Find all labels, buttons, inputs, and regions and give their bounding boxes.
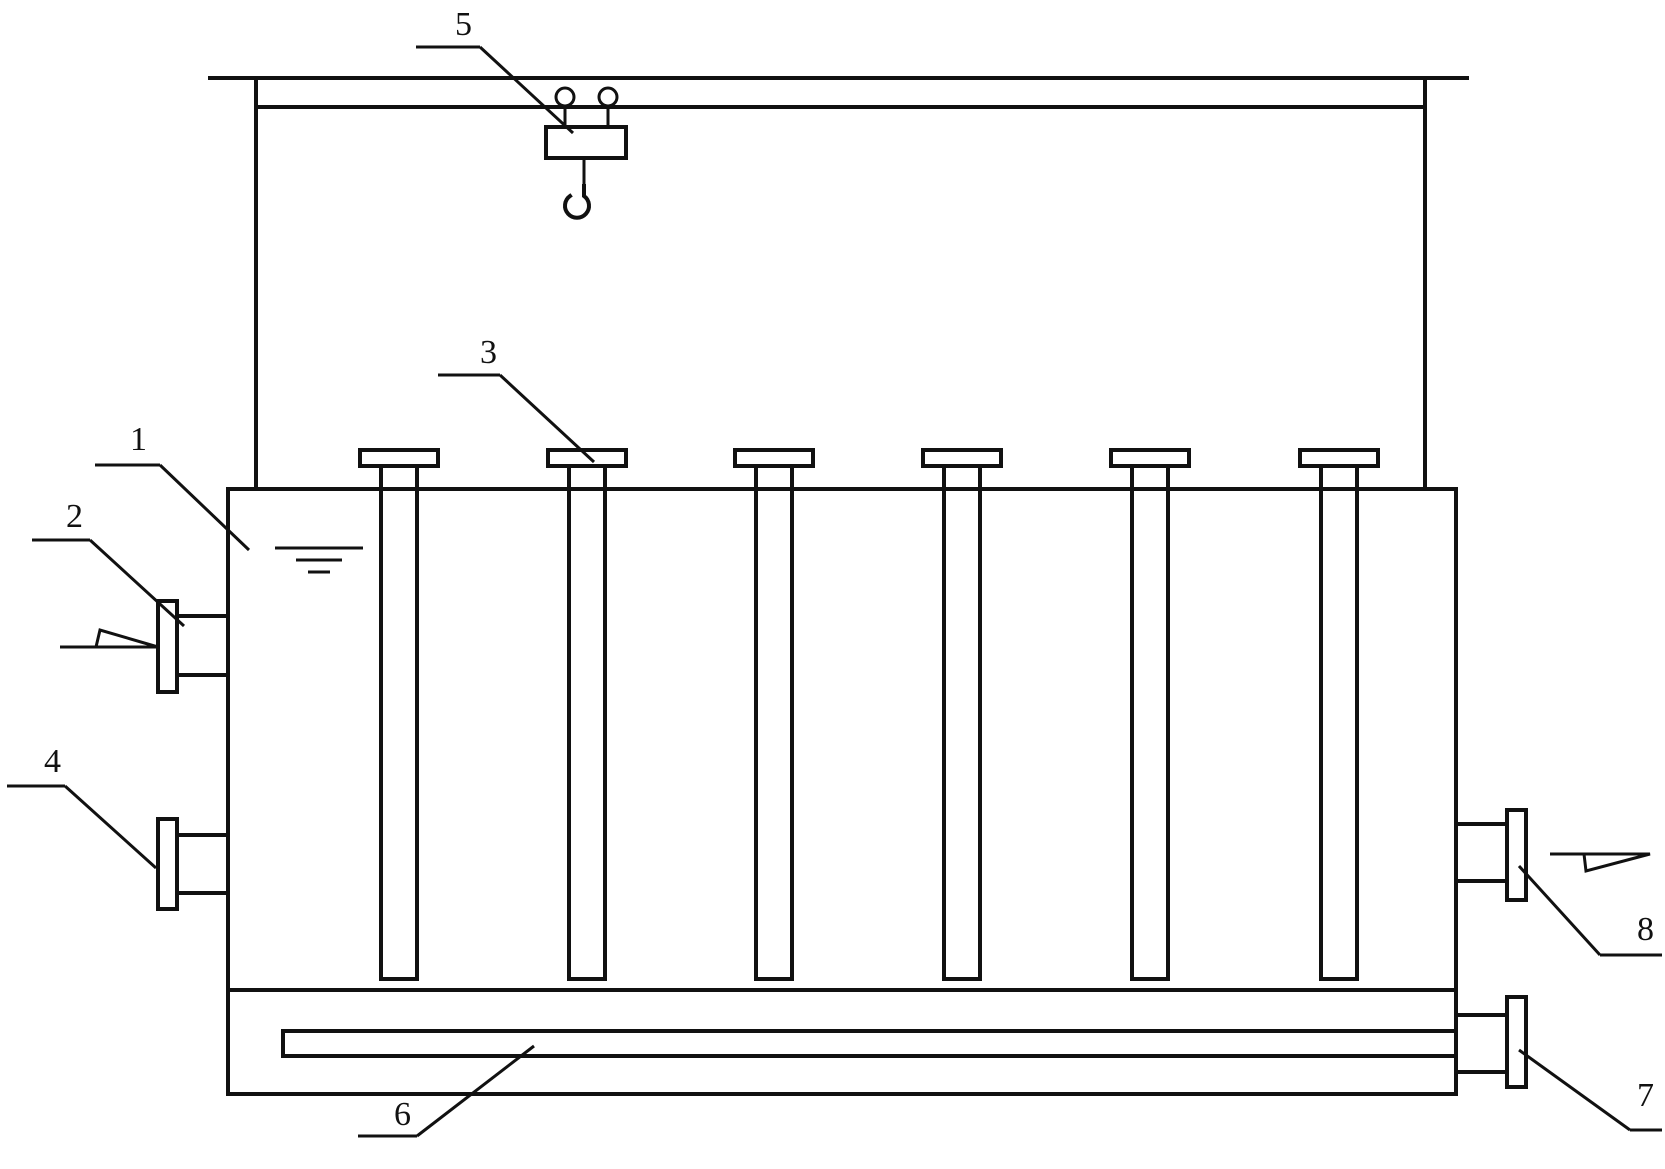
callout-leaders <box>7 45 1662 1138</box>
electrode-rod <box>379 487 419 981</box>
label-3: 3 <box>480 334 497 371</box>
callout-labels: 1 2 3 4 5 6 7 8 <box>44 6 1654 1133</box>
electrode-2 <box>546 448 628 981</box>
electrode-rod <box>754 487 794 981</box>
inlet-nozzle-upper-left <box>60 599 230 694</box>
electrode-neck <box>754 464 794 491</box>
electrode-neck <box>1130 464 1170 491</box>
label-6: 6 <box>394 1096 411 1133</box>
electrode-6 <box>1298 448 1380 981</box>
electrode-rod <box>567 487 607 981</box>
bottom-pipe <box>281 1029 1458 1058</box>
electrode-cap <box>921 448 1003 468</box>
hoist <box>544 86 628 220</box>
electrode-neck <box>567 464 607 491</box>
electrode-4 <box>921 448 1003 981</box>
water-level-symbol <box>275 546 363 574</box>
tank-body <box>226 487 1458 1096</box>
electrode-cap <box>358 448 440 468</box>
label-2: 2 <box>66 498 83 535</box>
electrode-rod <box>1130 487 1170 981</box>
label-7: 7 <box>1637 1077 1654 1114</box>
label-5: 5 <box>455 6 472 43</box>
lifting-frame <box>208 76 1469 491</box>
electrode-rod <box>1319 487 1359 981</box>
electrode-neck <box>942 464 982 491</box>
electrode-cap <box>1109 448 1191 468</box>
electrode-neck <box>1319 464 1359 491</box>
electrode-cap <box>733 448 815 468</box>
electrode-rod <box>942 487 982 981</box>
drain-nozzle-right <box>1454 995 1528 1089</box>
electrode-1 <box>358 448 440 981</box>
electrode-group <box>358 448 1380 981</box>
electrode-3 <box>733 448 815 981</box>
outlet-nozzle-lower-left <box>156 817 230 911</box>
outlet-nozzle-right <box>1454 808 1651 902</box>
electrode-cap <box>546 448 628 468</box>
electrode-cap <box>1298 448 1380 468</box>
label-8: 8 <box>1637 911 1654 948</box>
label-4: 4 <box>44 743 61 780</box>
electrode-neck <box>379 464 419 491</box>
electrode-5 <box>1109 448 1191 981</box>
label-1: 1 <box>130 421 147 458</box>
